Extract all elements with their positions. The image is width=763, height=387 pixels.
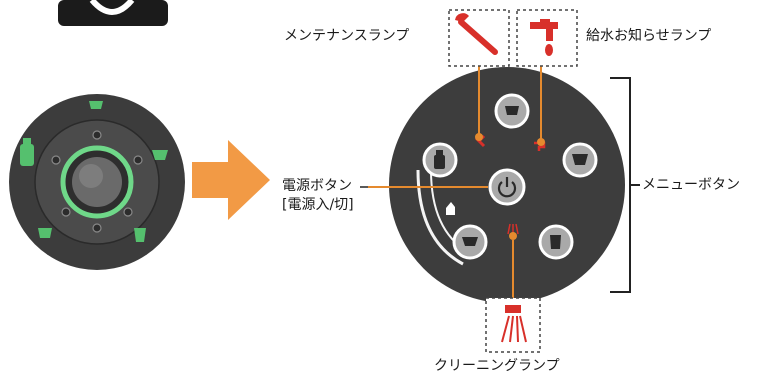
small-bottle-cap xyxy=(23,138,31,145)
small-cup-icon xyxy=(38,228,52,238)
power-button-sublabel: [電源入/切] xyxy=(282,197,354,213)
small-bottle-icon xyxy=(20,144,34,166)
cup-icon xyxy=(462,237,478,246)
small-panel-knob-highlight xyxy=(79,164,103,188)
maintenance-lamp-label: メンテナンスランプ xyxy=(284,28,410,44)
cleaning-lamp-label: クリーニングランプ xyxy=(434,358,560,374)
corner-tile-glyph xyxy=(89,0,135,15)
menu-buttons-label: メニューボタン xyxy=(642,177,740,193)
water-lamp-label: 給水お知らせランプ xyxy=(586,28,712,44)
small-control-panel xyxy=(9,94,185,270)
small-bolt xyxy=(61,207,71,217)
small-white-icon xyxy=(446,202,455,215)
panel-arc xyxy=(416,169,464,266)
large-control-panel xyxy=(389,67,625,303)
small-bolt xyxy=(123,207,133,217)
cup-icon xyxy=(572,154,588,165)
cleaning-spray-icon xyxy=(501,305,527,343)
bottle-cap-icon xyxy=(436,150,443,155)
arrow-right xyxy=(192,140,270,220)
small-bolt xyxy=(92,223,102,233)
cleaning-lamp-box xyxy=(485,297,541,353)
cup-icon xyxy=(505,106,519,115)
water-tap-icon xyxy=(530,19,558,56)
spray-leader-dot xyxy=(509,232,517,240)
small-bolt xyxy=(51,155,61,165)
tap-leader-dot xyxy=(537,138,545,146)
power-icon xyxy=(497,177,517,198)
small-bolt xyxy=(133,155,143,165)
wrench-leader-dot xyxy=(475,133,483,141)
small-cup-icon xyxy=(89,101,103,109)
power-button-label: 電源ボタン xyxy=(282,178,352,194)
wrench-icon xyxy=(455,13,498,55)
small-mug-icon xyxy=(134,228,146,242)
small-bolt xyxy=(92,130,102,140)
bottle-icon xyxy=(434,155,445,169)
small-cup-icon xyxy=(152,150,168,160)
mug-icon xyxy=(550,235,561,249)
